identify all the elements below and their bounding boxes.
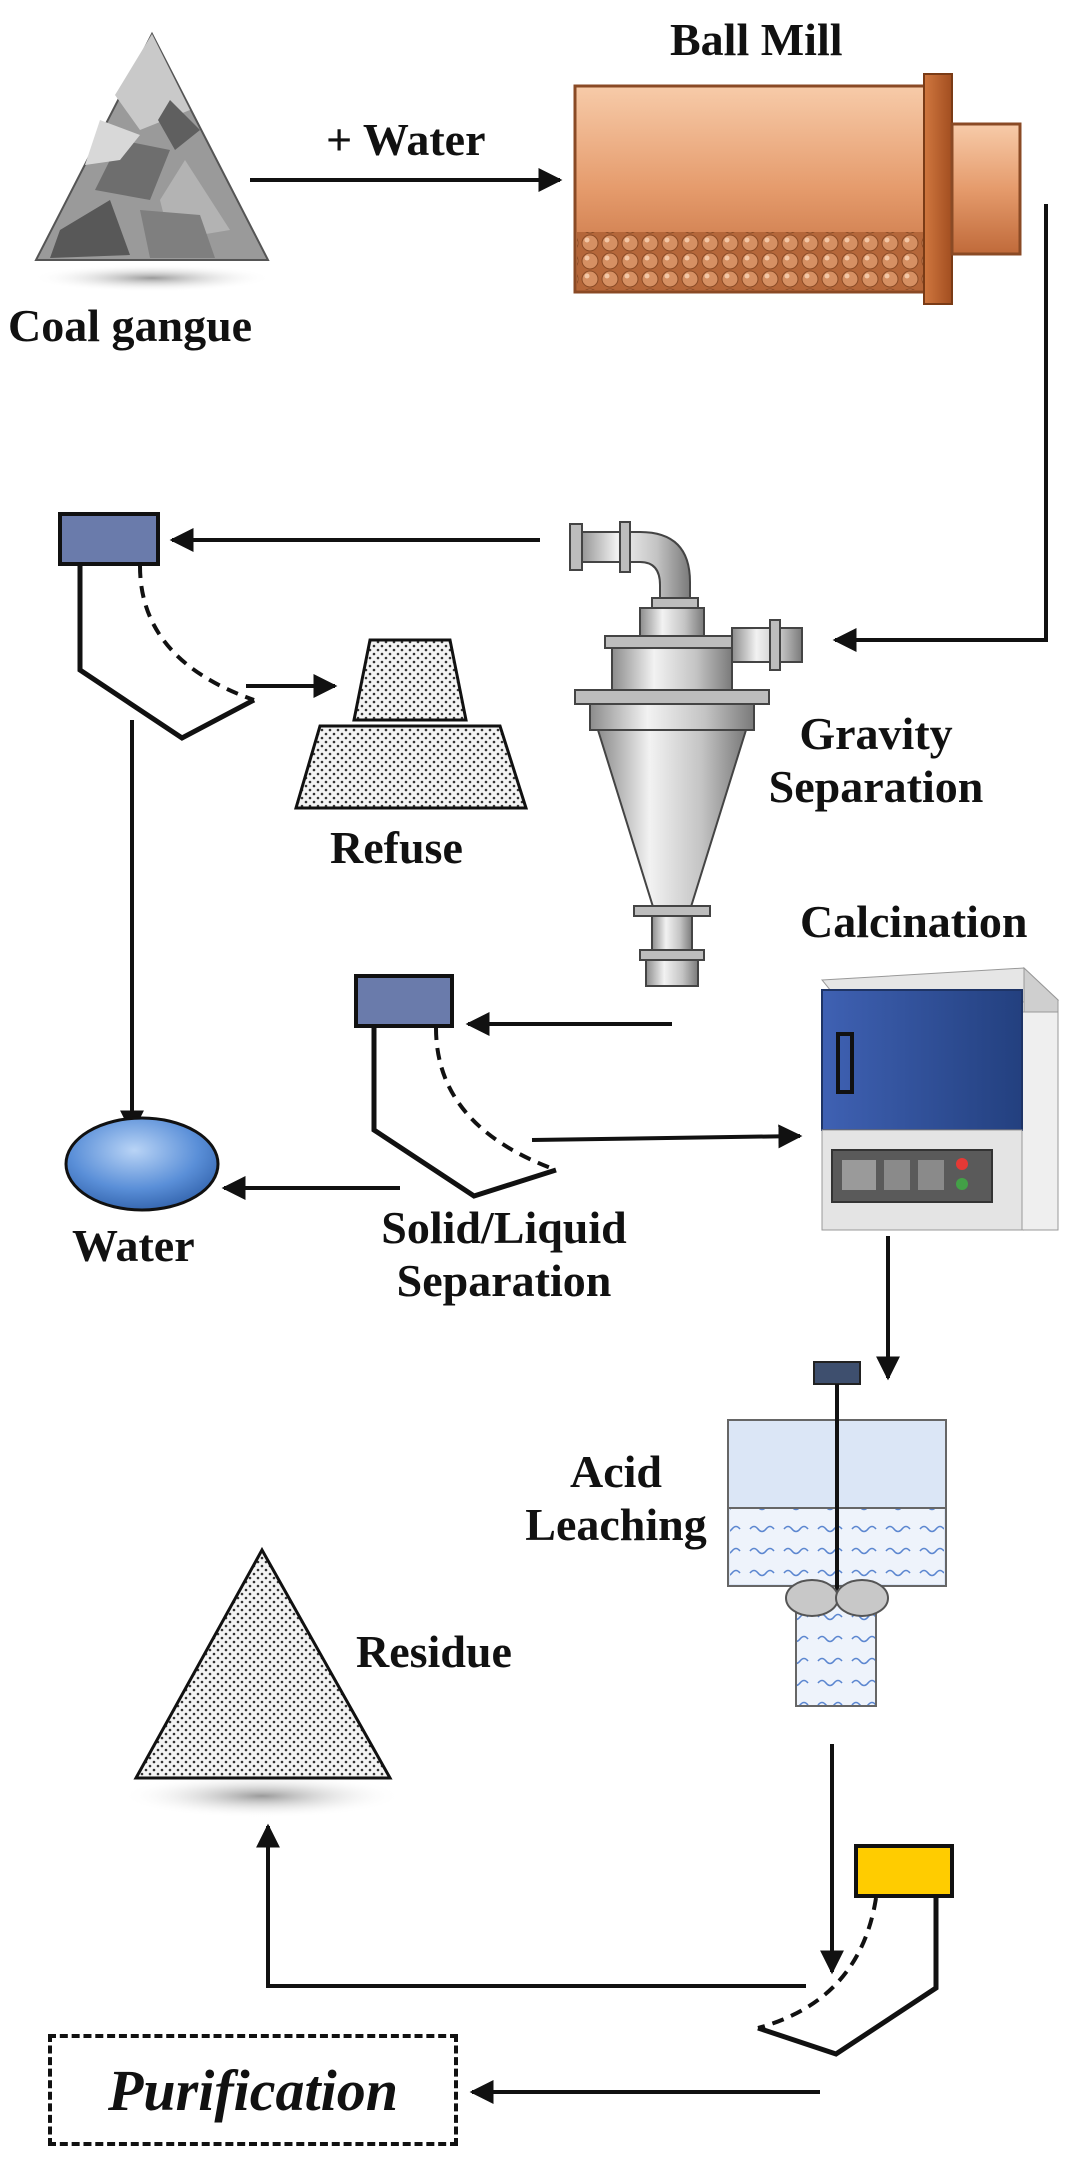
label-water: Water [72,1220,195,1271]
label-solid-liquid-line2: Separation [396,1254,612,1306]
arrow-to-residue [256,1823,806,1988]
label-coal-gangue: Coal gangue [8,300,253,351]
label-plus-water: + Water [326,114,486,165]
label-refuse: Refuse [330,822,463,873]
label-purification: Purification [107,2057,399,2123]
label-solid-liquid-line1: Solid/Liquid [381,1202,627,1253]
label-ball-mill: Ball Mill [670,14,843,65]
label-residue: Residue [356,1626,512,1677]
label-acid-leaching: Acid Leaching [498,1446,734,1552]
dewatering-unit-top [58,512,256,741]
acid-leaching-tank [727,1361,947,1707]
label-acid-line2: Leaching [525,1498,707,1550]
solid-liquid-separator [354,974,557,1199]
arrow-to-calcination [531,1124,803,1149]
label-gravity-line2: Separation [768,760,984,812]
label-calcination: Calcination [800,896,1028,947]
label-solid-liquid-separation: Solid/Liquid Separation [344,1202,664,1308]
purification-box: Purification [48,2034,458,2146]
label-gravity-separation: Gravity Separation [746,708,1006,814]
ball-mill [573,73,1022,305]
final-filter [757,1844,954,2057]
label-gravity-line1: Gravity [799,708,953,759]
label-acid-line1: Acid [570,1446,662,1497]
hydrocyclone [569,521,803,987]
arrow-to-gravity-separation [832,204,1048,652]
water-drop [64,1116,220,1212]
residue-pile [122,1546,402,1818]
coal-gangue-pile [32,31,272,292]
calcination-furnace [820,966,1060,1231]
refuse-pile [293,638,529,810]
